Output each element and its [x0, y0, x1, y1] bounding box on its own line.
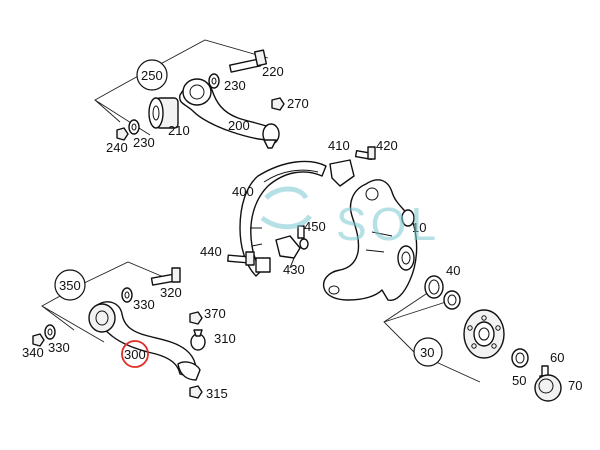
nut-370 — [189, 311, 203, 325]
callout-220: 220 — [262, 64, 284, 79]
washer-230-upper — [208, 73, 220, 89]
seal-40 — [424, 275, 444, 299]
steering-knuckle-group: 400 410 420 10 440 430 — [200, 138, 426, 301]
sensor-430 — [275, 235, 301, 259]
wheel-hub-group: 30 40 50 — [383, 263, 582, 402]
nut-315 — [189, 385, 203, 399]
washer-330-right — [121, 287, 133, 303]
washer-330-left — [44, 324, 56, 340]
callout-400: 400 — [232, 184, 254, 199]
callout-210: 210 — [168, 123, 190, 138]
callout-440: 440 — [200, 244, 222, 259]
highlight-circle-300 — [121, 340, 149, 368]
callout-40: 40 — [446, 263, 460, 278]
bolt-220 — [229, 49, 268, 73]
callout-310: 310 — [214, 331, 236, 346]
bolt-320 — [150, 267, 181, 286]
callout-200: 200 — [228, 118, 250, 133]
bearing-50 — [511, 348, 529, 368]
ball-joint-310 — [190, 329, 206, 351]
group-350-circle — [54, 269, 86, 301]
upper-control-arm-200 — [179, 78, 280, 149]
bracket-410 — [329, 159, 355, 187]
cap-70 — [534, 374, 562, 402]
callout-300: 300 — [124, 347, 146, 362]
callout-230-lower: 230 — [133, 135, 155, 150]
callout-250: 250 — [141, 68, 163, 83]
hub-flange — [463, 309, 505, 359]
callout-10: 10 — [412, 220, 426, 235]
group-250-circle — [136, 59, 168, 91]
bolt-420 — [354, 146, 376, 161]
callout-240: 240 — [106, 140, 128, 155]
callout-320: 320 — [160, 285, 182, 300]
upper-control-arm-group: 250 220 230 200 270 210 — [94, 39, 309, 155]
callout-30: 30 — [420, 345, 434, 360]
callout-50: 50 — [512, 373, 526, 388]
lower-control-arm-300 — [88, 301, 201, 381]
watermark-logo: SOL — [260, 186, 440, 250]
bushing-210 — [148, 97, 179, 129]
steering-knuckle-10 — [322, 179, 418, 301]
callout-410: 410 — [328, 138, 350, 153]
callout-70: 70 — [568, 378, 582, 393]
watermark-swoosh-icon — [260, 186, 313, 230]
callout-420: 420 — [376, 138, 398, 153]
callout-450: 450 — [304, 219, 326, 234]
watermark-text: SOL — [336, 198, 440, 250]
washer-230-lower — [128, 119, 140, 135]
callout-315: 315 — [206, 386, 228, 401]
dust-shield-400 — [239, 160, 327, 277]
lower-control-arm-group: 350 320 330 300 310 370 315 — [22, 261, 236, 401]
callout-330-right: 330 — [133, 297, 155, 312]
callout-430: 430 — [283, 262, 305, 277]
nut-240 — [116, 127, 129, 141]
nut-270 — [271, 97, 285, 111]
callout-230-upper: 230 — [224, 78, 246, 93]
bearing — [443, 290, 461, 310]
callout-370: 370 — [204, 306, 226, 321]
callout-60: 60 — [550, 350, 564, 365]
nut-340 — [32, 333, 45, 347]
callout-350: 350 — [59, 278, 81, 293]
callout-340: 340 — [22, 345, 44, 360]
bolt-440 — [227, 251, 255, 266]
callout-330-left: 330 — [48, 340, 70, 355]
group-30-circle — [413, 337, 443, 367]
callout-270: 270 — [287, 96, 309, 111]
